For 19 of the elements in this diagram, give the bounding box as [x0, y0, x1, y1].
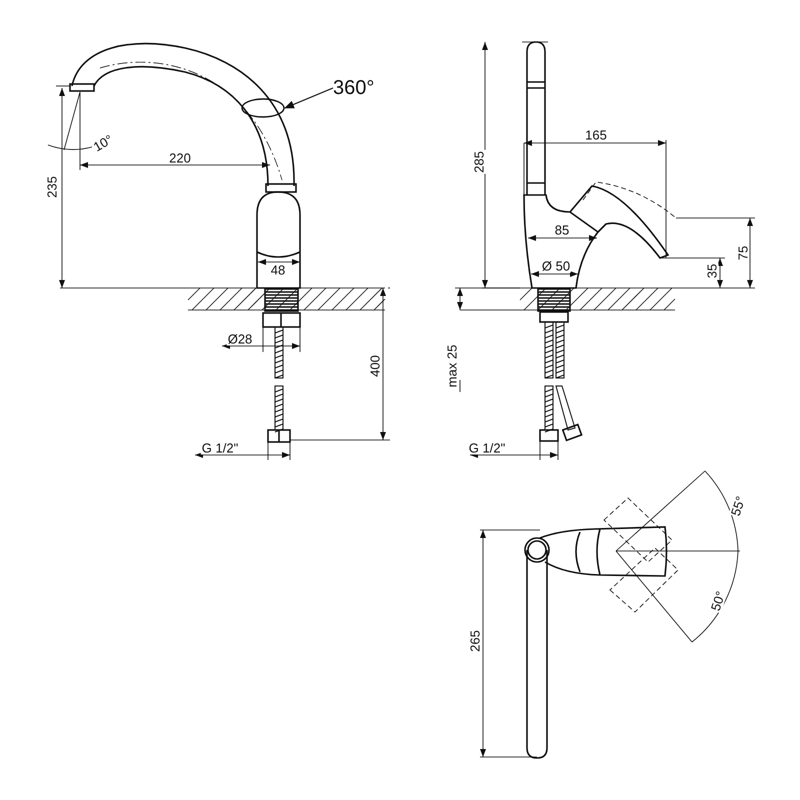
dimension-label: 285 — [472, 150, 486, 174]
dimension-label: max 25 — [446, 344, 458, 388]
dimension-label: 35 — [706, 262, 718, 280]
dimension-label: 400 — [368, 354, 382, 378]
dimension-label: 235 — [46, 175, 58, 199]
dimension-label: 75 — [736, 244, 750, 262]
dimension-label: 165 — [584, 128, 608, 142]
angle-label: 360° — [333, 76, 379, 100]
dimension-label: 265 — [468, 629, 482, 653]
rotation-ellipse — [241, 98, 285, 118]
dimension-label: 48 — [270, 264, 286, 276]
dimension-label: 220 — [168, 152, 192, 164]
leader-line — [284, 87, 334, 109]
dimension-label: 50° — [708, 588, 728, 614]
dimension-label: 85 — [554, 224, 570, 236]
dimension-label: G 1/2" — [468, 442, 506, 454]
dimension-label: G 1/2" — [200, 442, 240, 454]
dimension-label: Ø 50 — [540, 260, 572, 272]
dimension-label: Ø28 — [226, 332, 254, 346]
